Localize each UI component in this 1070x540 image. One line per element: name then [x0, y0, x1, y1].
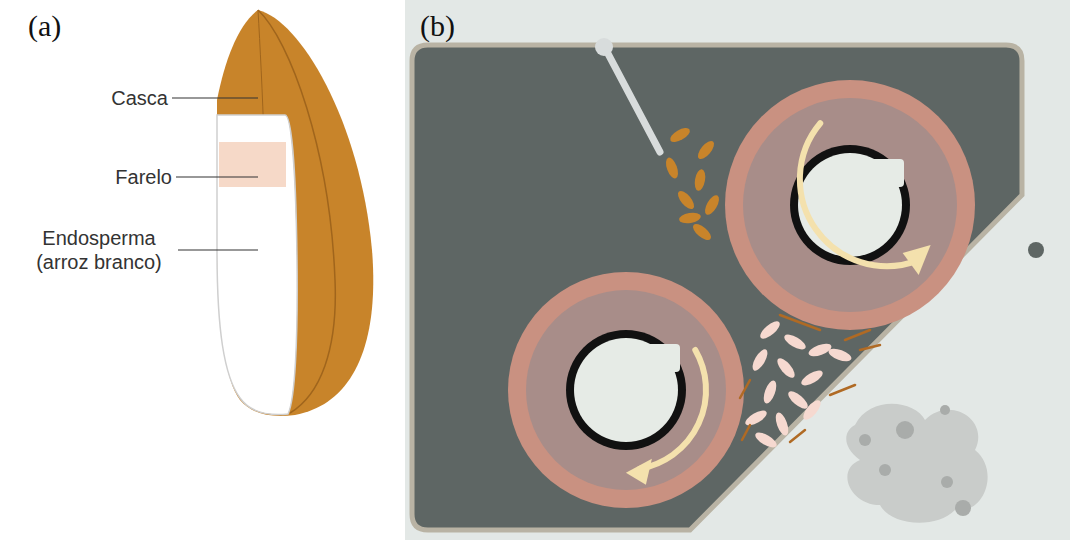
husk-fragment [790, 430, 805, 442]
paddy-grain [693, 168, 707, 191]
rubber-roller [725, 80, 975, 330]
rice-grain [217, 10, 373, 416]
panel-ground [405, 0, 1070, 540]
huller-housing [412, 45, 1022, 530]
husk-fragment [740, 380, 750, 398]
white-rice-grain [773, 411, 791, 437]
paddy-grain [690, 221, 713, 243]
white-rice-grain [807, 341, 833, 359]
husk-fragment [860, 345, 880, 350]
rubber-roller [508, 272, 744, 508]
white-rice-grain [786, 388, 811, 411]
white-rice-grain [758, 318, 783, 341]
husk-fragment [845, 330, 870, 340]
paddy-grain [702, 193, 722, 217]
gate-lever [595, 38, 660, 152]
part-label: Endosperma (arroz branco) [24, 226, 174, 274]
white-rice-grain [774, 356, 797, 381]
leader-lines [172, 98, 258, 250]
paddy-grain [664, 156, 681, 180]
paddy-grain [668, 125, 692, 145]
white-rice-grain [743, 408, 769, 429]
white-rice-grain [799, 368, 825, 389]
husk-fragment [780, 315, 820, 330]
white-rice-grain [750, 347, 771, 373]
paddy-grain [678, 211, 701, 225]
husk-fragment [742, 425, 750, 440]
knob [1028, 242, 1044, 258]
husk-pile [846, 404, 987, 523]
paddy-grain [675, 188, 697, 211]
panel-label: (a) [28, 8, 61, 44]
paddy-grain [695, 138, 717, 161]
white-rice-grain [753, 430, 779, 451]
part-label: Casca [111, 86, 168, 110]
white-rice-grain [761, 379, 779, 405]
white-rice-grain [800, 398, 823, 423]
white-rice-grain [782, 332, 808, 353]
part-label: Farelo [115, 165, 172, 189]
husk-fragment [830, 385, 855, 395]
panel-label: (b) [420, 8, 455, 44]
white-rice-grain [827, 346, 853, 364]
